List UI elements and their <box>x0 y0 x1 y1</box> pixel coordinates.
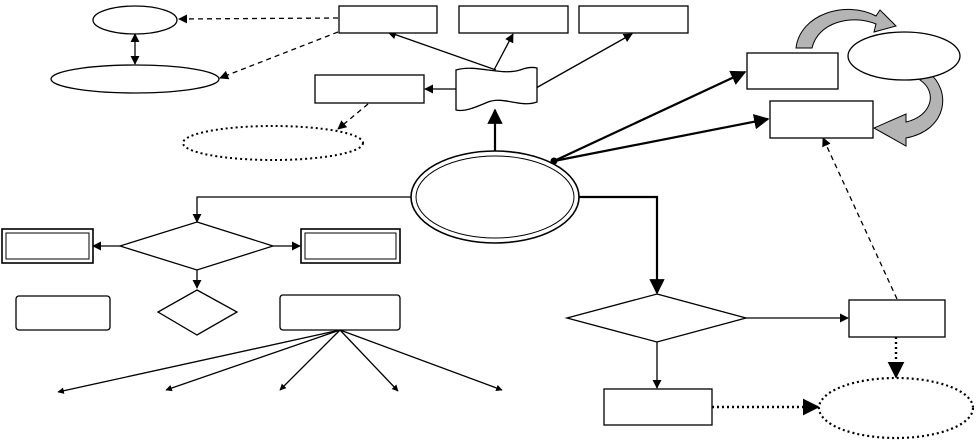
dashed-connector-box1-large-ellipse <box>219 31 339 80</box>
top-box-1-node <box>338 5 438 34</box>
connectors <box>57 14 905 416</box>
nodes <box>1 5 975 440</box>
top-box-2-node <box>458 5 569 34</box>
central-ellipse-node <box>410 150 580 244</box>
connector-central-decision-left <box>192 196 411 223</box>
connector-central-right1 <box>553 70 747 162</box>
right-box-2-node <box>769 100 874 139</box>
dotted-ellipse-bottom-node <box>817 376 975 440</box>
connector-central-right2 <box>553 114 770 163</box>
connector-doc-box1 <box>387 30 497 71</box>
fan-arrow-1 <box>57 329 341 394</box>
large-ellipse-node <box>50 64 220 94</box>
fan-arrow-5 <box>339 329 503 392</box>
lower-left-box-node <box>15 295 111 331</box>
dotted-ellipse-top-node <box>182 125 364 161</box>
fan-out-arrows <box>57 329 503 394</box>
fan-arrow-3 <box>279 329 341 391</box>
far-right-box-node <box>848 299 946 338</box>
decision-right-node <box>564 293 749 343</box>
central-ellipse-junction-dot <box>550 157 558 165</box>
connector-doc-box2 <box>493 33 514 71</box>
decision-left-node <box>117 221 276 271</box>
cycle-arrow-top-icon <box>795 8 897 49</box>
dashed-connector-boxmid-dotted-ellipse <box>337 103 369 130</box>
fan-arrow-2 <box>165 329 341 392</box>
right-box-1-node <box>746 52 839 90</box>
document-node <box>455 66 538 112</box>
top-box-3-node <box>578 5 689 34</box>
cycle-arrow-right-icon <box>872 71 944 147</box>
connector-central-decision-right <box>578 195 665 295</box>
fan-arrow-4 <box>339 329 399 392</box>
lower-mid-box-node <box>279 294 401 331</box>
bottom-box-node <box>603 388 713 426</box>
small-diamond-node <box>156 289 239 336</box>
connector-doc-box3 <box>535 33 633 89</box>
cycle-ellipse-node <box>847 31 961 81</box>
small-ellipse-node <box>92 5 178 35</box>
double-box-left-node <box>1 228 94 264</box>
double-box-right-node <box>300 228 401 264</box>
mid-left-box-node <box>314 74 425 104</box>
dashed-connector-box1-small-ellipse <box>178 14 339 24</box>
dashed-connector-far-right-right2 <box>822 137 898 300</box>
cycle-arrows <box>795 8 944 147</box>
